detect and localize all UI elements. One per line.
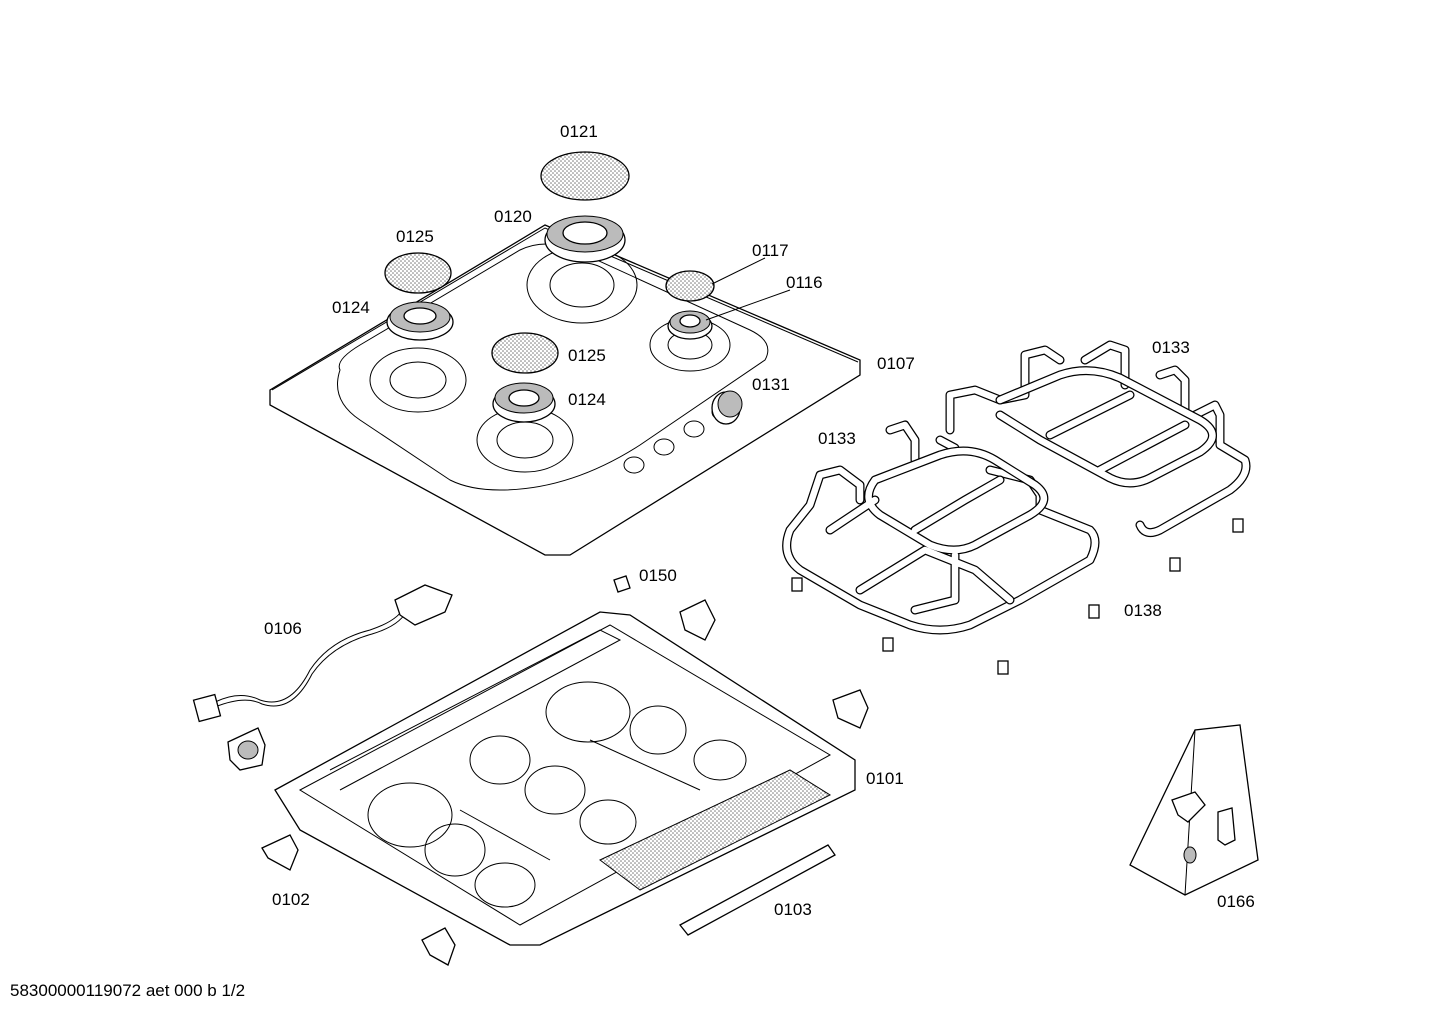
label-0133-right: 0133: [1152, 338, 1190, 357]
document-footer: 58300000119072 aet 000 b 1/2: [10, 981, 246, 1000]
label-0117: 0117: [752, 241, 789, 260]
label-0103: 0103: [774, 900, 812, 919]
label-0166: 0166: [1217, 892, 1255, 911]
burner-cap-large: [540, 151, 630, 201]
sealing-strip: [679, 844, 836, 936]
bottom-housing: [274, 611, 856, 946]
label-0106: 0106: [264, 619, 302, 638]
label-0125-top: 0125: [396, 227, 434, 246]
leader-0117: [711, 257, 766, 285]
leader-0116: [705, 289, 791, 321]
rubber-feet: [791, 518, 1244, 675]
label-0120: 0120: [494, 207, 532, 226]
label-0124-front: 0124: [568, 390, 606, 409]
label-0107: 0107: [877, 354, 915, 373]
power-cable: [192, 584, 453, 723]
burner-cap-front: [491, 332, 559, 374]
pan-support-left: [782, 420, 1100, 635]
small-clip-0150: [613, 575, 631, 593]
label-0124-left: 0124: [332, 298, 370, 317]
burner-head-front: [492, 382, 556, 423]
burner-cap-small: [665, 270, 715, 302]
label-0133-left: 0133: [818, 429, 856, 448]
accessory-kit: [1129, 724, 1259, 896]
burner-head-large: [544, 215, 626, 263]
control-knob: [711, 390, 743, 425]
label-0150: 0150: [639, 566, 677, 585]
label-0101: 0101: [866, 769, 904, 788]
burner-head-left: [386, 301, 454, 341]
label-0116: 0116: [786, 273, 823, 292]
burner-cap-left: [384, 252, 452, 294]
label-0121: 0121: [560, 122, 598, 141]
burner-head-small: [667, 310, 713, 340]
mounting-brackets: [227, 599, 869, 966]
label-0102: 0102: [272, 890, 310, 909]
label-0125-front: 0125: [568, 346, 606, 365]
pan-support-right: [945, 340, 1251, 538]
label-0138: 0138: [1124, 601, 1162, 620]
label-0131: 0131: [752, 375, 790, 394]
